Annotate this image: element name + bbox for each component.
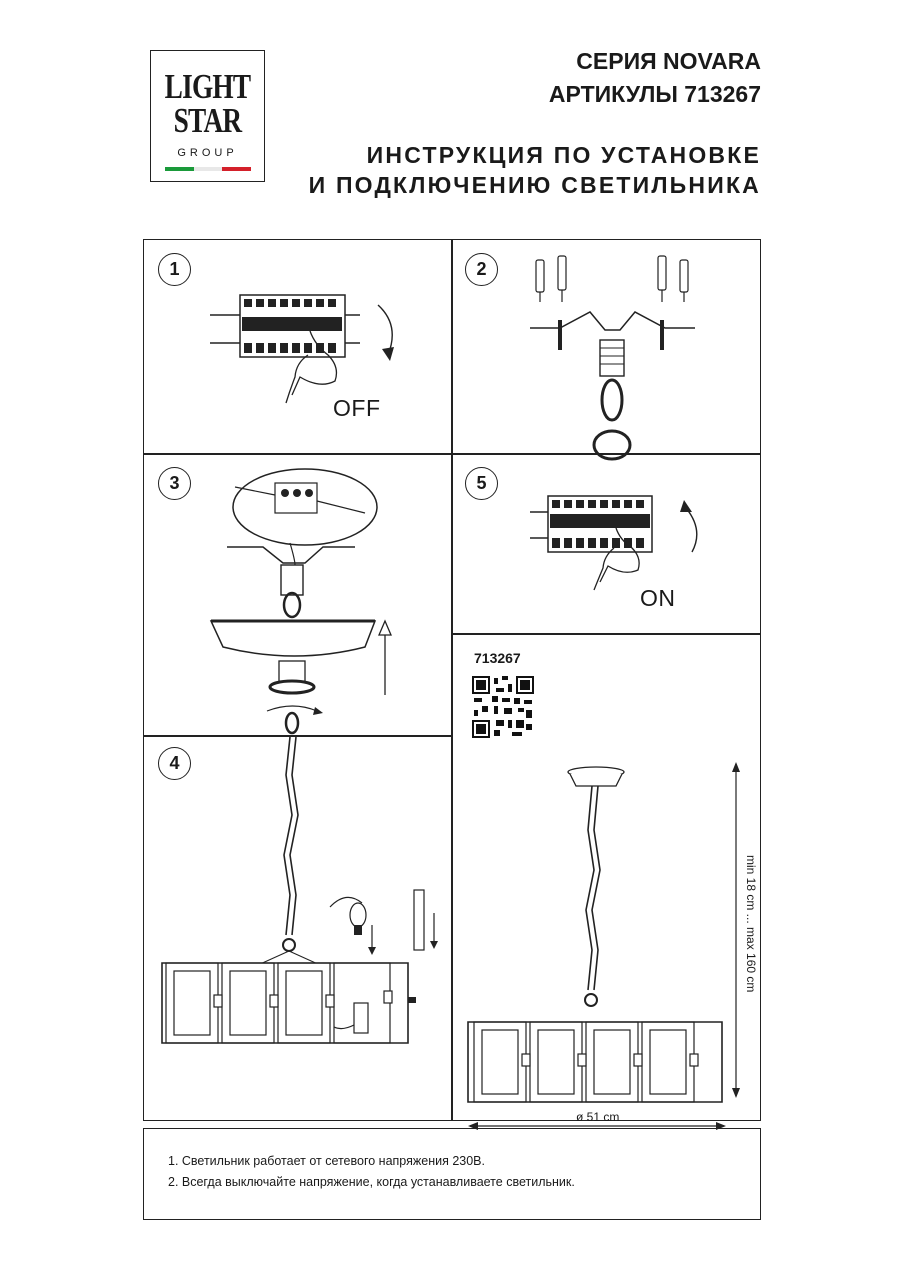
chandelier-dimension-drawing bbox=[467, 762, 740, 1130]
step-number-4: 4 bbox=[158, 747, 191, 780]
step-number-3: 3 bbox=[158, 467, 191, 500]
article-number: 713267 bbox=[474, 650, 521, 666]
breaker-off-illustration bbox=[210, 294, 394, 404]
logo-word-light: LIGHT bbox=[164, 67, 251, 106]
grid-divider-row1 bbox=[143, 453, 761, 455]
on-label: ON bbox=[640, 585, 676, 611]
grid-divider-left bbox=[143, 735, 451, 737]
instruction-title-line1: ИНСТРУКЦИЯ ПО УСТАНОВКЕ bbox=[366, 142, 761, 168]
step-number-2: 2 bbox=[465, 253, 498, 286]
canopy-connection-illustration bbox=[209, 468, 392, 735]
breaker-on-illustration bbox=[530, 495, 698, 591]
step-number-5: 5 bbox=[465, 467, 498, 500]
diameter-dimension-label: ø 51 cm bbox=[576, 1110, 620, 1124]
height-dimension-label: min 18 cm ... max 160 cm bbox=[744, 855, 758, 993]
brand-logo: LIGHT STAR GROUP bbox=[150, 50, 265, 182]
grid-divider-right bbox=[451, 633, 761, 635]
logo-word-star: STAR bbox=[173, 101, 242, 140]
series-title: СЕРИЯ NOVARA bbox=[576, 48, 761, 74]
instruction-title-line2: И ПОДКЛЮЧЕНИЮ СВЕТИЛЬНИКА bbox=[308, 172, 761, 198]
article-title: АРТИКУЛЫ 713267 bbox=[548, 81, 761, 107]
grid-divider-vertical bbox=[451, 239, 453, 1121]
logo-word-group: GROUP bbox=[177, 147, 238, 159]
qr-code bbox=[472, 676, 534, 738]
step-number-1: 1 bbox=[158, 253, 191, 286]
chandelier-assembly-illustration bbox=[161, 736, 438, 1044]
mounting-plate-illustration bbox=[530, 255, 695, 461]
off-label: OFF bbox=[333, 395, 381, 421]
italian-flag-stripe bbox=[165, 167, 252, 171]
note-1: 1. Светильник работает от сетевого напря… bbox=[168, 1154, 485, 1168]
instruction-title: ИНСТРУКЦИЯ ПО УСТАНОВКЕ И ПОДКЛЮЧЕНИЮ СВ… bbox=[309, 140, 761, 200]
note-2: 2. Всегда выключайте напряжение, когда у… bbox=[168, 1175, 575, 1189]
safety-notes: 1. Светильник работает от сетевого напря… bbox=[143, 1128, 761, 1220]
